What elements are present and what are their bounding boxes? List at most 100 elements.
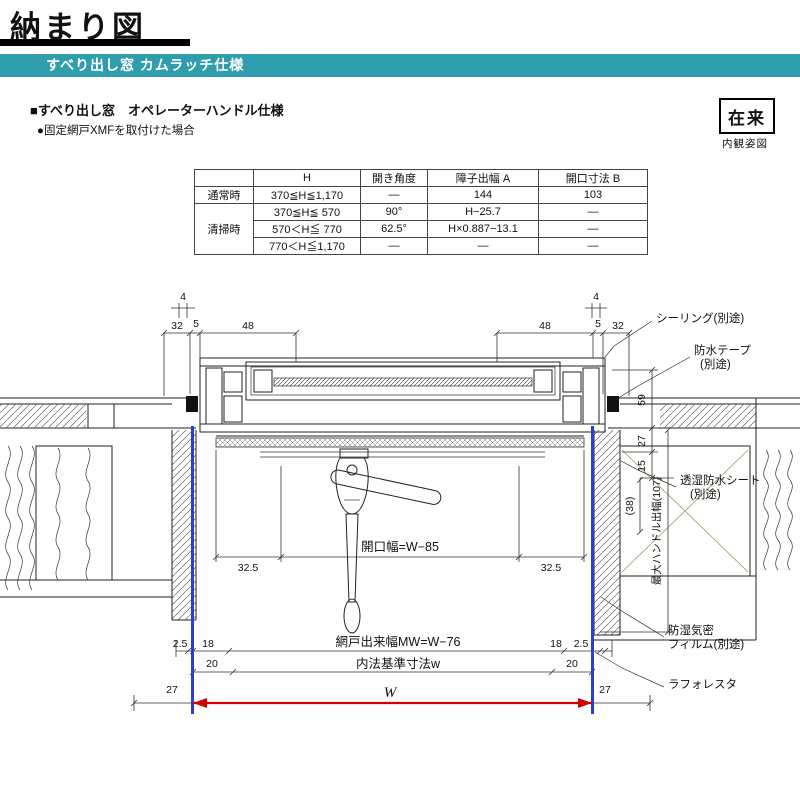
callout-film-line1: 防湿気密 <box>668 623 714 637</box>
operator-arm <box>330 469 442 505</box>
dim-w-label: W <box>384 685 398 701</box>
handle-stem <box>345 513 359 603</box>
cell: H×0.887−13.1 <box>427 220 539 238</box>
section-drawing: 4 4 32 5 48 48 5 32 59 27 15 (38) 最大ハンドル… <box>0 291 800 714</box>
frame-outline <box>199 357 606 433</box>
title-underline <box>0 39 190 46</box>
dim-32-5-left: 32.5 <box>238 562 259 574</box>
left-wall-section <box>0 397 197 621</box>
callout-film-line2: フィルム(別途) <box>668 637 744 651</box>
cell: 370≦H≦1,170 <box>253 186 361 204</box>
interior-reference-lines <box>191 426 594 714</box>
row-header-cleaning: 清掃時 <box>194 203 254 255</box>
jamb-profiles <box>205 367 600 425</box>
dim-27-right-chain: 27 <box>636 435 648 447</box>
table-header-row: H 開き角度 障子出幅 A 開口寸法 B <box>194 169 648 187</box>
jamb-hatch-right <box>594 430 620 635</box>
dim-20-right: 20 <box>566 658 578 670</box>
dim-32-5-right: 32.5 <box>541 562 562 574</box>
wood-framing-left <box>35 445 113 581</box>
operator-handle <box>330 448 442 634</box>
stud <box>87 403 115 429</box>
insulation-left <box>5 445 35 591</box>
col-header-a: 障子出幅 A <box>427 169 539 187</box>
dim-32-right: 32 <box>612 320 624 332</box>
col-header-b: 開口寸法 B <box>538 169 648 187</box>
dim-5-left: 5 <box>193 318 199 330</box>
cell: 144 <box>427 186 539 204</box>
callout-tape-line2: (別途) <box>700 357 731 371</box>
cell: 770＜H≦1,170 <box>253 237 361 255</box>
cell: ― <box>427 237 539 255</box>
col-header-angle: 開き角度 <box>360 169 428 187</box>
handle-grip <box>343 598 361 634</box>
table-row: 570＜H≦ 770 62.5° H×0.887−13.1 ― <box>195 220 648 238</box>
window-frame-section <box>186 357 619 458</box>
dim-opening-width: 開口幅=W−85 <box>361 539 439 554</box>
dim-38: (38) <box>624 497 636 516</box>
spec-subheading: ●固定網戸XMFを取付けた場合 <box>37 125 195 137</box>
construction-type-label: 在来 <box>728 108 766 128</box>
siding-hatch <box>0 404 86 428</box>
dim-48-right: 48 <box>539 320 551 332</box>
callout-tape-line1: 防水テープ <box>694 343 751 357</box>
callout-labels: シーリング(別途) 防水テープ (別途) 透湿防水シート (別途) 防湿気密 フ… <box>656 311 761 691</box>
dim-4-right: 4 <box>593 291 599 303</box>
dim-handle-reach: 最大ハンドル出幅(107) <box>650 477 663 586</box>
gasket-left <box>186 396 198 412</box>
cell: 570＜H≦ 770 <box>253 220 361 238</box>
product-band-label: すべり出し窓 カムラッチ仕様 <box>46 57 245 73</box>
product-band: すべり出し窓 カムラッチ仕様 <box>0 54 800 77</box>
sash <box>245 361 561 401</box>
dim-2-5-right: 2.5 <box>574 638 589 650</box>
right-wall-section <box>592 397 800 641</box>
dim-inner-width: 内法基準寸法w <box>356 656 441 671</box>
leader-lines <box>594 320 691 688</box>
row-header-normal: 通常時 <box>194 186 254 204</box>
insulation-right <box>763 449 793 571</box>
cell: ― <box>360 186 428 204</box>
dim-18-right: 18 <box>550 638 562 650</box>
cell: 103 <box>538 186 648 204</box>
dim-2-5-left: 2.5 <box>173 638 188 650</box>
table-row: 770＜H≦1,170 ― ― ― <box>195 237 648 255</box>
dimension-texts: 4 4 32 5 48 48 5 32 59 27 15 (38) 最大ハンドル… <box>166 291 663 701</box>
cell: ― <box>538 220 648 238</box>
cell: ― <box>538 237 648 255</box>
glazing <box>273 377 533 387</box>
sash-block-right <box>533 369 553 393</box>
w-dimension-arrow <box>193 698 592 708</box>
sash-block-left <box>253 369 273 393</box>
spec-heading: ■すべり出し窓 オペレーターハンドル仕様 <box>30 103 284 118</box>
dim-27-right: 27 <box>599 684 611 696</box>
gasket-right <box>607 396 619 412</box>
dim-32-left: 32 <box>171 320 183 332</box>
operator-body <box>335 457 369 515</box>
callout-sheet-line1: 透湿防水シート <box>680 473 761 487</box>
dim-screen-width: 網戸出来幅MW=W−76 <box>335 634 460 649</box>
dim-59: 59 <box>636 394 648 406</box>
spec-table: H 開き角度 障子出幅 A 開口寸法 B 通常時 370≦H≦1,170 ― 1… <box>194 169 648 255</box>
col-header-h: H <box>253 169 361 187</box>
dim-4-left: 4 <box>180 291 186 303</box>
callout-sealing: シーリング(別途) <box>656 311 744 325</box>
cell: 62.5° <box>360 220 428 238</box>
cell: ― <box>360 237 428 255</box>
construction-type-box: 在来 <box>719 98 775 134</box>
table-row: 清掃時 370≦H≦ 570 90° H−25.7 ― <box>194 203 648 255</box>
cell: 90° <box>360 203 428 221</box>
dim-27-left: 27 <box>166 684 178 696</box>
callout-laforesta: ラフォレスタ <box>668 678 737 691</box>
corner-cell <box>194 169 254 187</box>
dim-18-left: 18 <box>202 638 214 650</box>
callout-sheet-line2: (別途) <box>690 487 721 501</box>
dim-48-left: 48 <box>242 320 254 332</box>
dim-20-left: 20 <box>206 658 218 670</box>
view-type-label: 内観姿図 <box>722 138 768 150</box>
insect-screen <box>215 437 585 448</box>
cell: ― <box>538 203 648 221</box>
siding-hatch <box>660 404 756 428</box>
dim-5-right: 5 <box>595 318 601 330</box>
cell: 370≦H≦ 570 <box>253 203 361 221</box>
